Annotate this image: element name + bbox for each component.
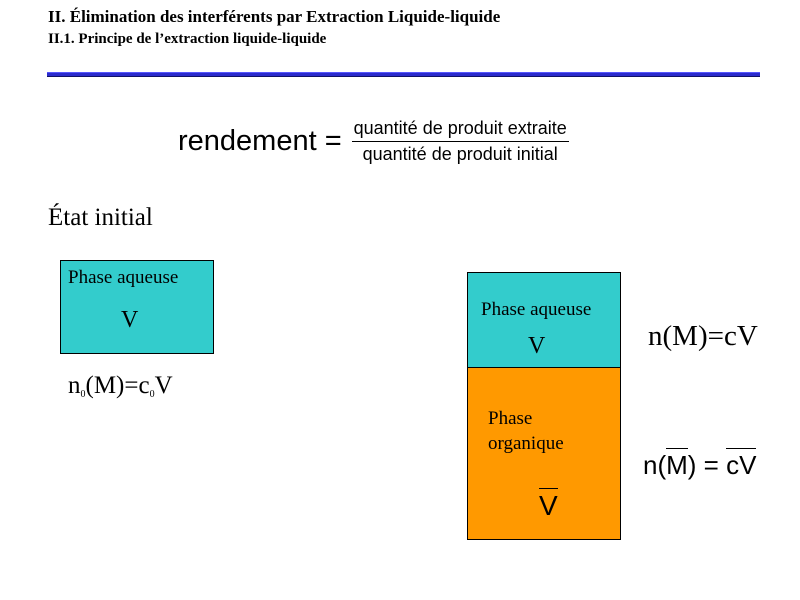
- final-organic-phase: Phase organique V: [468, 368, 620, 539]
- final-aqueous-volume: V: [528, 333, 546, 359]
- organic-amount-m: M: [666, 448, 688, 480]
- slide-subtitle: II.1. Principe de l’extraction liquide-l…: [48, 31, 327, 47]
- final-phases-box: Phase aqueuse V Phase organique V: [467, 272, 621, 540]
- initial-amount-sub0: 0: [80, 389, 86, 400]
- formula-lhs: rendement =: [178, 125, 342, 157]
- initial-amount-mid: (M)=c: [85, 372, 150, 399]
- organic-amount-v: V: [739, 448, 757, 480]
- slide-title: II. Élimination des interférents par Ext…: [48, 7, 501, 26]
- formula-fraction: quantité de produit extraite quantité de…: [351, 118, 569, 165]
- organic-amount-eq: ) =: [687, 450, 727, 480]
- final-organic-volume: V: [539, 488, 558, 521]
- aqueous-amount-equation: n(M)=cV: [648, 320, 758, 352]
- formula-numerator: quantité de produit extraite: [351, 118, 569, 142]
- final-aqueous-phase: Phase aqueuse V: [468, 273, 620, 368]
- final-aqueous-label: Phase aqueuse: [481, 299, 592, 320]
- formula-denominator: quantité de produit initial: [362, 144, 558, 164]
- final-organic-label: Phase organique: [488, 408, 564, 454]
- initial-aqueous-phase-box: Phase aqueuse V: [60, 260, 214, 354]
- yield-formula: rendement = quantité de produit extraite…: [178, 118, 569, 165]
- organic-amount-equation: n(M) = cV: [643, 448, 757, 481]
- title-divider: [47, 72, 760, 77]
- initial-amount-end: V: [154, 372, 173, 399]
- initial-amount-n: n: [68, 372, 81, 399]
- initial-amount-sub1: 0: [149, 389, 155, 400]
- initial-amount-equation: n0(M)=c0V: [68, 372, 173, 400]
- initial-aqueous-volume: V: [121, 307, 139, 333]
- organic-amount-c: c: [726, 448, 740, 480]
- organic-amount-n: n(: [643, 450, 667, 480]
- initial-aqueous-label: Phase aqueuse: [68, 267, 179, 288]
- initial-state-heading: État initial: [48, 204, 153, 231]
